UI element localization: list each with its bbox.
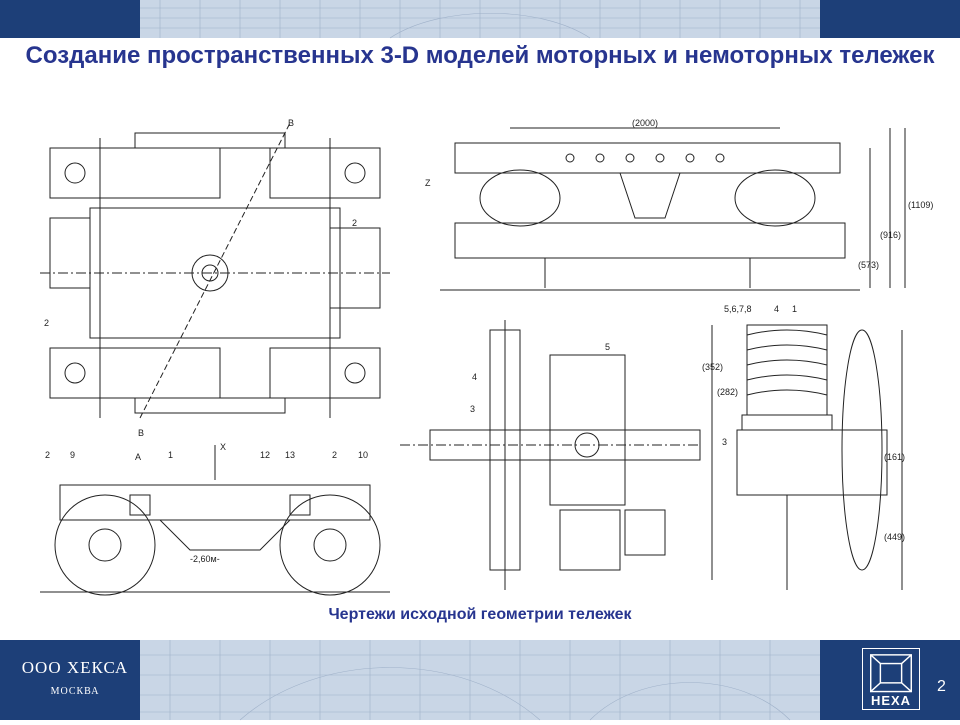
spring-label-1: 1 bbox=[792, 304, 797, 314]
front-label-916: (916) bbox=[880, 230, 901, 240]
plan-axlebox-top-left bbox=[49, 147, 221, 199]
plan-axlebox-bottom-left bbox=[49, 347, 221, 399]
axle-drawing-svg: 5 4 3 bbox=[400, 320, 701, 590]
side-label-10: 10 bbox=[358, 450, 368, 460]
front-view-svg: (2000) Z (1109) (916) (573) bbox=[425, 118, 933, 291]
spring-label-5678: 5,6,7,8 bbox=[724, 304, 752, 314]
spring-axlebox bbox=[736, 429, 888, 496]
spring-label-4: 4 bbox=[774, 304, 779, 314]
bottom-banner bbox=[0, 640, 960, 721]
logo-text: HEXA bbox=[870, 693, 912, 708]
front-label-z: Z bbox=[425, 178, 431, 188]
axle-label-3: 3 bbox=[470, 404, 475, 414]
side-wheel-left bbox=[54, 494, 156, 596]
top-mesh-strip bbox=[140, 0, 820, 39]
drawings-caption: Чертежи исходной геометрии тележек bbox=[328, 606, 632, 623]
front-view-drawing: (2000) Z (1109) (916) (573) bbox=[400, 118, 933, 298]
plan-label-b-top: B bbox=[288, 118, 294, 128]
spring-wheel-profile bbox=[841, 329, 883, 571]
plan-motor-left bbox=[49, 217, 91, 289]
spring-label-282: (282) bbox=[717, 387, 738, 397]
side-frame bbox=[59, 484, 371, 521]
side-label-12: 12 bbox=[260, 450, 270, 460]
side-label-a: A bbox=[135, 452, 141, 462]
front-label-1109: (1109) bbox=[908, 200, 933, 210]
hexa-logo: HEXA bbox=[862, 648, 920, 710]
page-number: 2 bbox=[937, 678, 946, 695]
side-label-13: 13 bbox=[285, 450, 295, 460]
plan-axlebox-top-right bbox=[269, 147, 381, 199]
spring-drawing: 5,6,7,8 4 1 3 (352) (282) (161) (449) bbox=[702, 300, 920, 598]
spring-label-352: (352) bbox=[702, 362, 723, 372]
plan-label-2-right: 2 bbox=[352, 218, 357, 228]
plan-axlebox-bottom-right bbox=[269, 347, 381, 399]
plan-label-2-left: 2 bbox=[44, 318, 49, 328]
axle-drawing: 5 4 3 bbox=[400, 300, 701, 598]
plan-view-drawing: B 2 2 B bbox=[40, 118, 390, 438]
axle-label-5: 5 bbox=[605, 342, 610, 352]
front-label-2000: (2000) bbox=[632, 118, 658, 128]
side-label-x: X bbox=[220, 442, 226, 452]
spring-label-449: (449) bbox=[884, 532, 905, 542]
side-label-2-right: 2 bbox=[332, 450, 337, 460]
spring-label-161: (161) bbox=[884, 452, 905, 462]
company-name: ООО ХЕКСА bbox=[21, 658, 129, 677]
axle-label-4: 4 bbox=[472, 372, 477, 382]
plan-motor-right bbox=[329, 227, 381, 309]
spring-coil-housing bbox=[746, 324, 828, 416]
top-banner bbox=[0, 0, 960, 39]
front-label-573: (573) bbox=[858, 260, 879, 270]
plan-view-svg: B 2 2 B bbox=[40, 118, 390, 438]
side-label-2-left: 2 bbox=[45, 450, 50, 460]
front-air-spring-right bbox=[734, 169, 816, 227]
side-view-drawing: X A 2 9 1 12 13 2 10 -2,60м- bbox=[40, 440, 390, 596]
spring-label-3: 3 bbox=[722, 437, 727, 447]
spring-drawing-svg: 5,6,7,8 4 1 3 (352) (282) (161) (449) bbox=[702, 304, 905, 590]
plan-label-b-bottom: B bbox=[138, 428, 144, 438]
company-block: ООО ХЕКСА МОСКВА bbox=[20, 658, 130, 697]
axle-shaft bbox=[429, 429, 701, 461]
side-wheel-right bbox=[279, 494, 381, 596]
front-beam bbox=[454, 142, 841, 174]
front-air-spring-left bbox=[479, 169, 561, 227]
slide-title: Создание пространственных 3-D моделей мо… bbox=[25, 42, 935, 69]
side-view-svg: X A 2 9 1 12 13 2 10 -2,60м- bbox=[40, 442, 390, 596]
bottom-mesh-strip bbox=[140, 640, 820, 721]
axle-gearbox bbox=[549, 354, 626, 506]
side-label-9: 9 bbox=[70, 450, 75, 460]
hexa-logo-icon bbox=[870, 654, 912, 693]
side-label-1: 1 bbox=[168, 450, 173, 460]
company-city: МОСКВА bbox=[50, 686, 100, 697]
side-label-dimension: -2,60м- bbox=[190, 554, 220, 564]
front-lower-frame bbox=[454, 222, 846, 259]
